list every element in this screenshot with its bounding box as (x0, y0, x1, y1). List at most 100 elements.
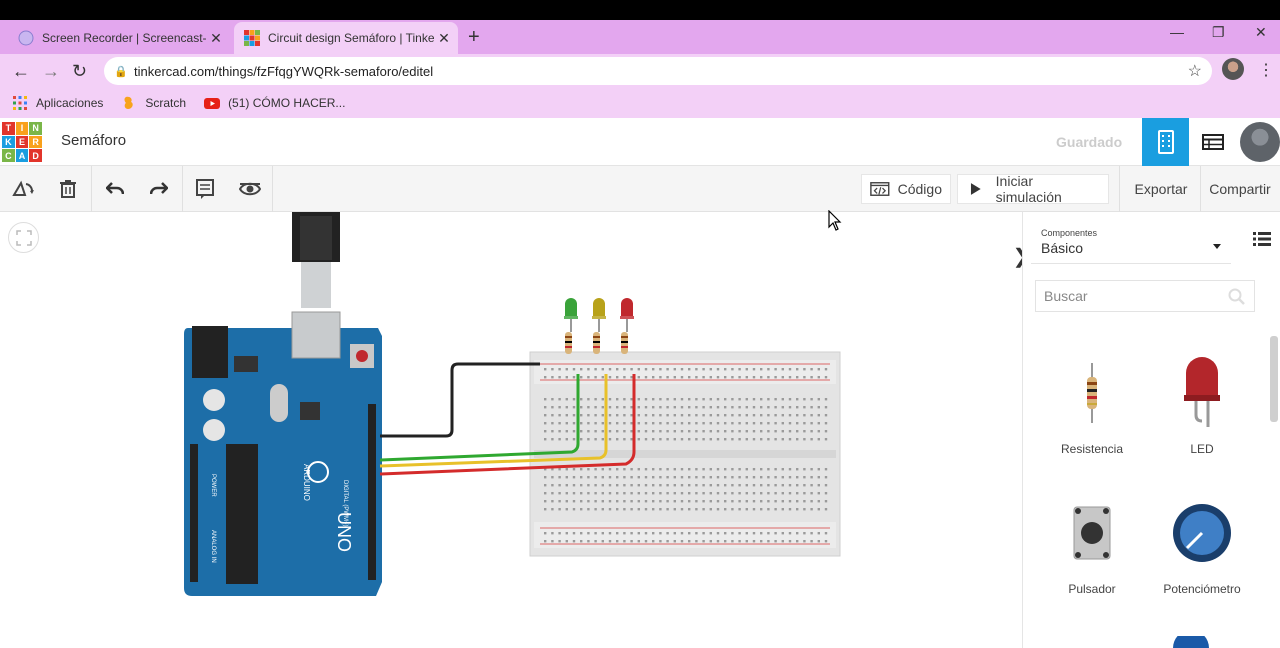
browser-menu-icon[interactable]: ⋮ (1258, 62, 1274, 79)
wire-gnd[interactable] (380, 362, 540, 438)
breadboard-hole (796, 368, 799, 371)
resistor-2[interactable] (593, 332, 600, 354)
delete-icon[interactable] (56, 177, 80, 201)
logo-letter: I (15, 122, 29, 135)
arduino-uno-board[interactable]: UNO ARDUINO DIGITAL (PWM~) ANALOG IN POW… (184, 311, 382, 596)
breadboard-hole (623, 532, 626, 535)
minimize-icon[interactable]: — (1170, 24, 1184, 40)
breadboard-hole (673, 532, 676, 535)
close-window-icon[interactable]: ✕ (1255, 24, 1267, 40)
panel-scrollbar[interactable] (1269, 328, 1279, 648)
tab-circuit-design[interactable]: Circuit design Semáforo | Tinkerca ✕ (234, 22, 458, 54)
breadboard-hole (587, 430, 590, 433)
breadboard-hole (817, 376, 820, 379)
user-avatar[interactable] (1240, 122, 1280, 162)
resistor-3[interactable] (621, 332, 628, 354)
breadboard-hole (551, 438, 554, 441)
breadboard-hole (565, 492, 568, 495)
bookmark-star-icon[interactable]: ☆ (1187, 63, 1202, 80)
breadboard-hole (587, 476, 590, 479)
breadboard-hole (781, 438, 784, 441)
circuit-canvas[interactable]: UNO ARDUINO DIGITAL (PWM~) ANALOG IN POW… (0, 212, 1022, 648)
breadboard-hole (644, 414, 648, 417)
breadboard-hole (774, 414, 777, 417)
component-potenciometro[interactable]: Potenciómetro (1152, 488, 1252, 608)
component-pulsador[interactable]: Pulsador (1042, 488, 1142, 608)
breadboard-hole (745, 376, 748, 379)
wires[interactable] (379, 362, 636, 476)
breadboard-hole (774, 540, 777, 543)
breadboard-hole (572, 422, 576, 425)
breadboard-hole (731, 508, 734, 511)
led-1[interactable] (564, 298, 578, 332)
breadboard[interactable] (529, 351, 841, 557)
breadboard-hole (709, 468, 712, 471)
close-tab-icon[interactable]: ✕ (438, 29, 450, 46)
components-dropdown[interactable]: Componentes Básico (1031, 220, 1231, 264)
breadboard-hole (652, 476, 655, 479)
breadboard-hole (587, 492, 590, 495)
breadboard-hole (695, 376, 698, 379)
breadboard-hole (731, 430, 734, 433)
new-tab-icon[interactable]: + (468, 26, 480, 48)
breadboard-hole (709, 430, 712, 433)
circuit-view-button[interactable] (1142, 118, 1189, 166)
breadboard-hole (637, 438, 640, 441)
code-button[interactable]: Código (861, 174, 951, 204)
search-input[interactable]: Buscar (1035, 280, 1255, 312)
breadboard-hole (666, 430, 669, 433)
rotate-icon[interactable] (11, 177, 35, 201)
breadboard-hole (580, 438, 583, 441)
close-tab-icon[interactable]: ✕ (210, 29, 222, 46)
breadboard-hole (688, 484, 691, 487)
restore-icon[interactable]: ❐ (1212, 24, 1225, 40)
breadboard-hole (788, 484, 792, 487)
browser-profile-avatar[interactable] (1222, 58, 1244, 80)
address-bar[interactable]: 🔒 tinkercad.com/things/fzFfqgYWQRk-semaf… (104, 57, 1212, 85)
breadboard-hole (688, 438, 691, 441)
breadboard-hole (580, 422, 583, 425)
forward-icon[interactable]: → (42, 61, 60, 81)
tinkercad-logo[interactable]: T I N K E R C A D (2, 122, 42, 162)
breadboard-hole (774, 500, 777, 503)
breadboard-hole (803, 492, 806, 495)
breadboard-hole (608, 492, 612, 495)
bookmark-apps[interactable]: Aplicaciones (12, 95, 103, 111)
breadboard-hole (738, 406, 741, 409)
breadboard-hole (601, 532, 604, 535)
led-2[interactable] (592, 298, 606, 332)
visibility-icon[interactable] (238, 177, 262, 201)
wire-green[interactable] (379, 374, 580, 462)
breadboard-hole (781, 476, 784, 479)
component-list-view-button[interactable] (1190, 118, 1236, 166)
usb-cable[interactable] (292, 212, 340, 308)
design-title[interactable]: Semáforo (61, 132, 127, 149)
breadboard-hole (774, 508, 777, 511)
scrollbar-thumb[interactable] (1270, 336, 1278, 422)
export-button[interactable]: Exportar (1124, 174, 1198, 204)
component-resistencia[interactable]: Resistencia (1042, 348, 1142, 468)
undo-icon[interactable] (103, 177, 127, 201)
code-label: Código (897, 181, 942, 197)
bookmark-scratch[interactable]: Scratch (121, 95, 186, 111)
start-simulation-button[interactable]: Iniciar simulación (957, 173, 1109, 205)
breadboard-hole (565, 368, 568, 371)
back-icon[interactable]: ← (12, 61, 30, 81)
bookmark-youtube[interactable]: (51) CÓMO HACER... (204, 95, 345, 111)
breadboard-hole (594, 476, 597, 479)
redo-icon[interactable] (147, 177, 171, 201)
tab-screen-recorder[interactable]: Screen Recorder | Screencast-O-M ✕ (8, 22, 230, 54)
share-button[interactable]: Compartir (1203, 174, 1277, 204)
component-led[interactable]: LED (1152, 348, 1252, 468)
notes-icon[interactable] (193, 177, 217, 201)
list-view-icon[interactable] (1253, 232, 1271, 246)
wire-yellow[interactable] (379, 374, 608, 468)
wire-red[interactable] (379, 374, 636, 476)
led-3[interactable] (620, 298, 634, 332)
resistor-1[interactable] (565, 332, 572, 354)
breadboard-hole (580, 484, 583, 487)
breadboard-hole (767, 492, 770, 495)
reload-icon[interactable]: ↻ (72, 61, 88, 81)
zoom-to-fit-button[interactable] (8, 222, 39, 253)
breadboard-hole (623, 476, 626, 479)
